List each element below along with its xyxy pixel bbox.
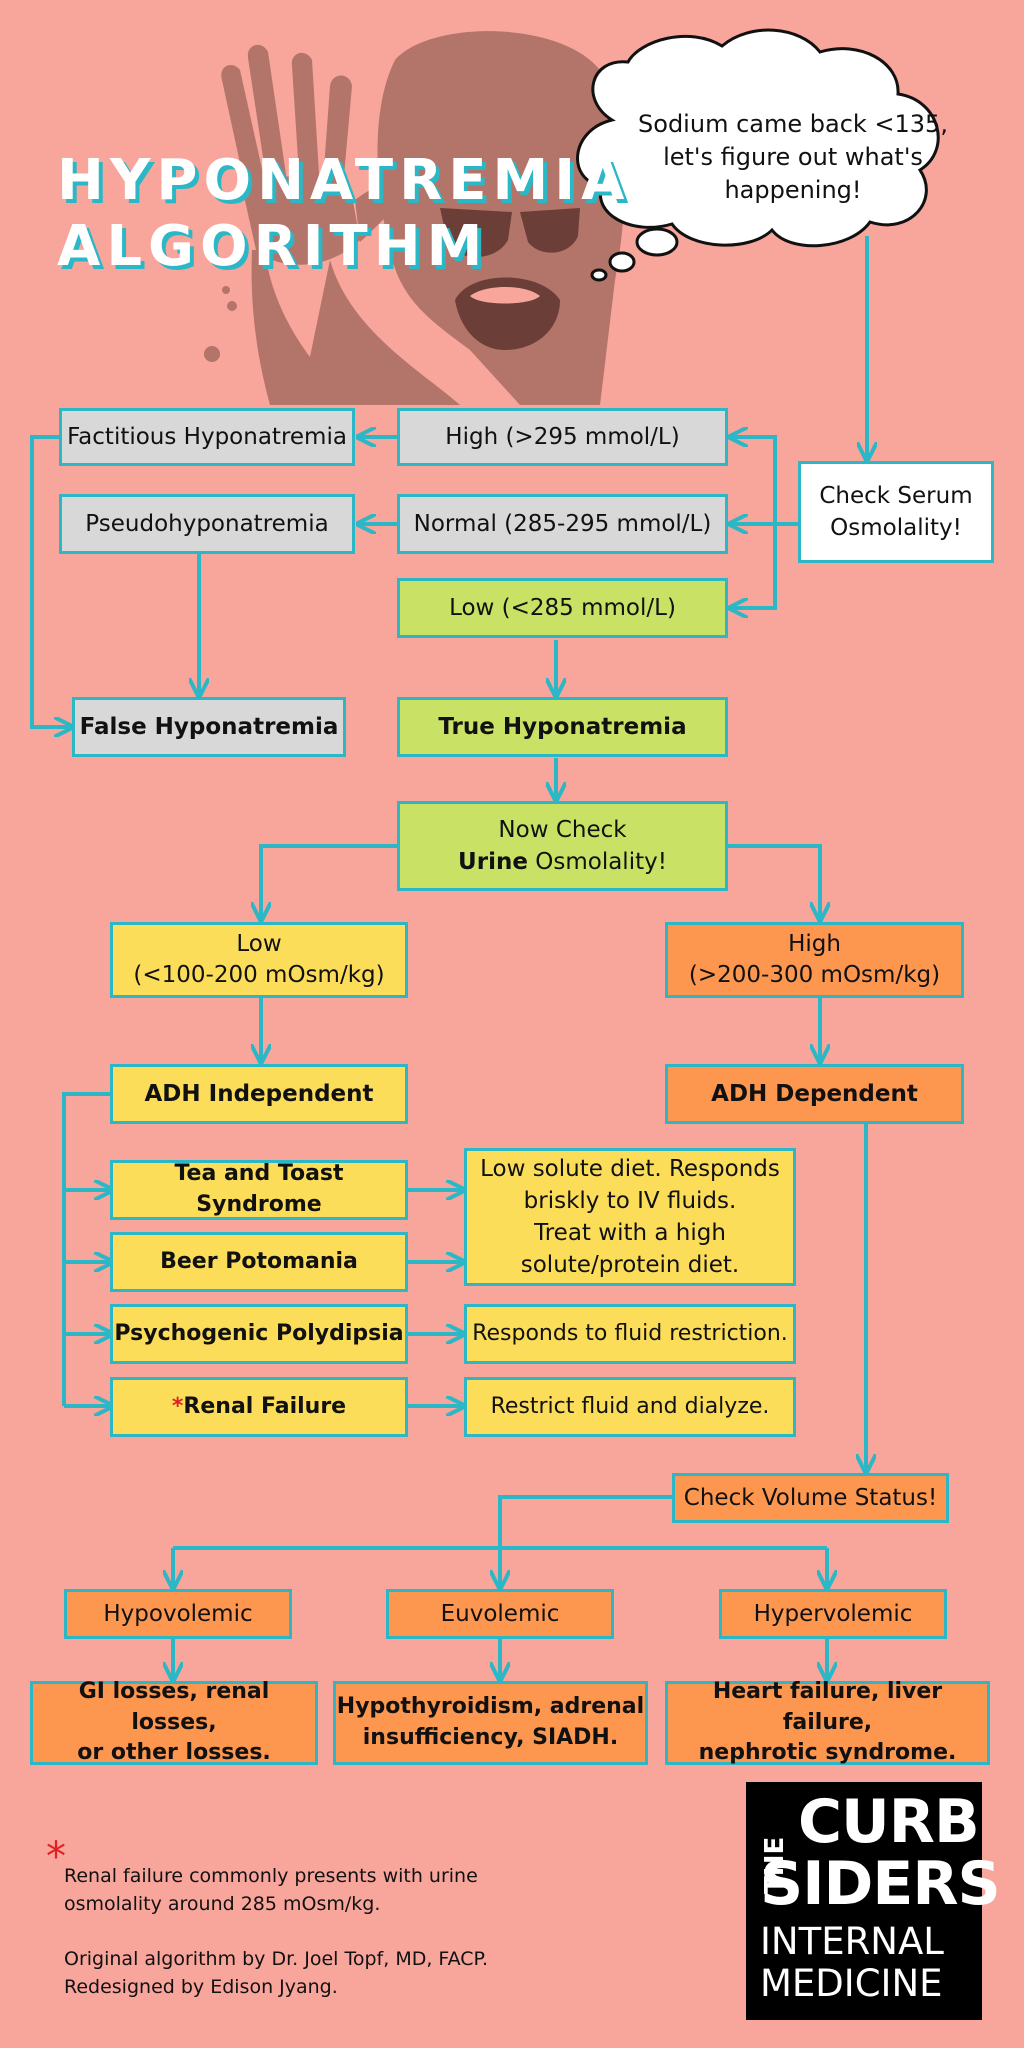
urine-low-line-1: Low [236,930,282,957]
note-low-solute-box: Low solute diet. Responds briskly to IV … [464,1148,796,1286]
logo-curb: CURB [798,1787,980,1857]
title-line-1: HYPONATREMIA [57,148,631,213]
note-fluid-restriction-box: Responds to fluid restriction. [464,1304,796,1364]
footnote-line-1: Renal failure commonly presents with uri… [64,1865,478,1887]
serum-normal-box: Normal (285-295 mmol/L) [397,494,728,554]
renal-failure-label: Renal Failure [183,1393,347,1419]
urine-high-line-1: High [788,930,841,957]
thought-line-3: happening! [724,176,862,204]
check-urine-osmolality-box: Now Check Urine Osmolality! [397,801,728,891]
footnote-text: Renal failure commonly presents with uri… [64,1862,544,1918]
cause-beer-potomania-box: Beer Potomania [110,1232,408,1292]
urine-high-line-2: (>200-300 mOsm/kg) [688,962,941,988]
note-dialyze-box: Restrict fluid and dialyze. [464,1377,796,1437]
hypervolemic-result-line-2: nephrotic syndrome. [698,1740,957,1766]
footnote-marker: * [171,1393,184,1419]
check-urine-line-1: Now Check [498,816,627,843]
logo-internal: INTERNAL [760,1920,944,1963]
check-serum-osmolality-box: Check Serum Osmolality! [798,461,994,563]
euvolemic-box: Euvolemic [386,1589,614,1639]
cause-renal-failure-box: *Renal Failure [110,1377,408,1437]
check-serum-line-1: Check Serum [819,482,973,509]
hypervolemic-result-line-1: Heart failure, liver failure, [712,1678,943,1735]
false-hyponatremia-box: False Hyponatremia [72,697,346,757]
hypovolemic-box: Hypovolemic [64,1589,292,1639]
hypovolemic-result-line-2: or other losses. [77,1740,271,1766]
factitious-hyponatremia-box: Factitious Hyponatremia [59,408,355,466]
euvolemic-result-line-1: Hypothyroidism, adrenal [336,1694,645,1720]
hypervolemic-result-box: Heart failure, liver failure, nephrotic … [665,1679,990,1765]
curbsiders-logo: THE CURB SIDERS INTERNAL MEDICINE [746,1782,1001,2020]
urine-low-line-2: (<100-200 mOsm/kg) [133,962,385,988]
pseudohyponatremia-box: Pseudohyponatremia [59,494,355,554]
logo-siders: SIDERS [760,1849,1001,1919]
credits-text: Original algorithm by Dr. Joel Topf, MD,… [64,1945,544,2001]
urine-osmolality-text: Osmolality! [535,849,667,875]
note-solute-line-2: briskly to IV fluids. [523,1187,737,1214]
cause-psychogenic-polydipsia-box: Psychogenic Polydipsia [110,1304,408,1364]
footnote-line-2: osmolality around 285 mOsm/kg. [64,1893,381,1915]
credit-line-1: Original algorithm by Dr. Joel Topf, MD,… [64,1948,489,1970]
thought-line-1: Sodium came back <135, [638,110,948,138]
title-line-2: ALGORITHM [57,214,489,279]
hypovolemic-result-line-1: GI losses, renal losses, [78,1678,270,1735]
check-serum-line-2: Osmolality! [830,515,962,541]
hypervolemic-box: Hypervolemic [719,1589,947,1639]
serum-high-box: High (>295 mmol/L) [397,408,728,466]
hypovolemic-result-box: GI losses, renal losses, or other losses… [30,1679,318,1765]
true-hyponatremia-box: True Hyponatremia [397,697,728,757]
note-solute-line-4: solute/protein diet. [520,1252,740,1279]
thought-bubble-text: Sodium came back <135, let's figure out … [628,108,958,207]
note-solute-line-1: Low solute diet. Responds [480,1155,780,1182]
adh-dependent-box: ADH Dependent [665,1064,964,1124]
serum-low-box: Low (<285 mmol/L) [397,578,728,638]
logo-medicine: MEDICINE [760,1962,943,2005]
urine-high-box: High (>200-300 mOsm/kg) [665,922,964,998]
euvolemic-result-line-2: insufficiency, SIADH. [362,1725,619,1750]
urine-low-box: Low (<100-200 mOsm/kg) [110,922,408,998]
page-title: HYPONATREMIA ALGORITHM [57,148,630,280]
footnote-star: * [46,1834,66,1880]
thought-line-2: let's figure out what's [663,143,923,171]
urine-emphasis: Urine [458,849,528,875]
check-urine-line-2: Urine Osmolality! [458,846,667,878]
euvolemic-result-box: Hypothyroidism, adrenal insufficiency, S… [333,1681,648,1765]
note-solute-line-3: Treat with a high [534,1220,726,1246]
cause-tea-and-toast-box: Tea and Toast Syndrome [110,1160,408,1220]
check-volume-status-box: Check Volume Status! [672,1473,949,1523]
credit-line-2: Redesigned by Edison Jyang. [64,1976,338,1998]
adh-independent-box: ADH Independent [110,1064,408,1124]
